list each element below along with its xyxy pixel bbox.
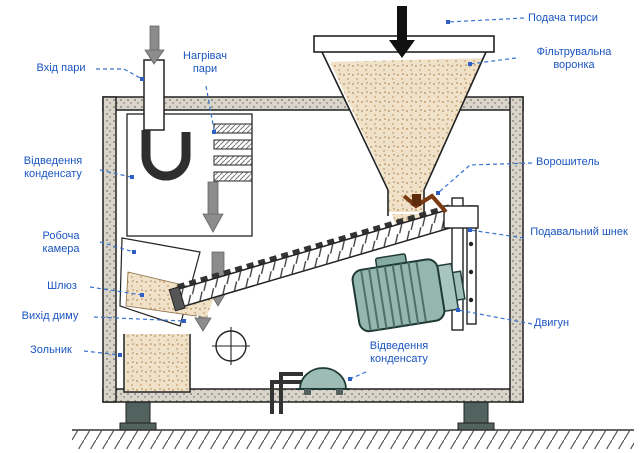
leader-steam-inlet — [96, 68, 143, 80]
feed-screw-part — [168, 202, 462, 312]
leader-condensate-left — [99, 169, 132, 178]
leader-smoke-outlet — [93, 316, 185, 322]
leader-working-chamber — [99, 241, 135, 253]
label-sawdust-feed: Подача тирси — [528, 12, 598, 24]
ash-pan-part — [123, 334, 191, 393]
leader-lines — [83, 17, 533, 380]
leader-filter-funnel — [469, 57, 517, 65]
label-motor: Двигун — [534, 317, 570, 329]
ground-hatch — [72, 429, 634, 449]
leader-condensate-bottom — [349, 371, 367, 380]
drive-bracket — [443, 197, 479, 331]
leader-steam-heater — [205, 85, 215, 131]
label-agitator: Ворошитель — [536, 156, 600, 168]
steam-flow-arrow — [144, 25, 165, 65]
motor-part — [351, 253, 466, 333]
condensate-trap — [270, 367, 350, 414]
label-ash-pan: Зольник — [30, 344, 72, 356]
label-steam-heater: Нагрівач пари — [183, 50, 227, 76]
steam-inlet-pipe — [143, 59, 165, 131]
label-sluice: Шлюз — [47, 280, 77, 292]
leader-markers — [118, 20, 472, 381]
label-filter-funnel: Фільтрувальна воронка — [536, 46, 612, 72]
label-condensate-bottom: Відведення конденсату — [369, 340, 429, 366]
steam-heater-unit — [126, 113, 253, 237]
leader-ash-pan — [83, 350, 121, 356]
agitator-part — [402, 193, 448, 214]
label-smoke-outlet: Вихід диму — [21, 310, 79, 322]
leader-sawdust-feed — [447, 17, 525, 23]
smoke-outlet-symbol — [212, 327, 250, 365]
leader-motor — [457, 309, 533, 325]
label-feed-screw: Подавальний шнек — [530, 226, 628, 238]
feed-arrow — [389, 6, 415, 58]
leader-feed-screw — [469, 229, 525, 239]
filter-funnel-part — [313, 35, 495, 216]
label-condensate-left: Відведення конденсату — [23, 155, 83, 181]
label-working-chamber: Робоча камера — [42, 230, 80, 256]
leader-sluice — [89, 286, 143, 296]
support-feet — [119, 401, 495, 431]
label-steam-inlet: Вхід пари — [36, 62, 86, 74]
